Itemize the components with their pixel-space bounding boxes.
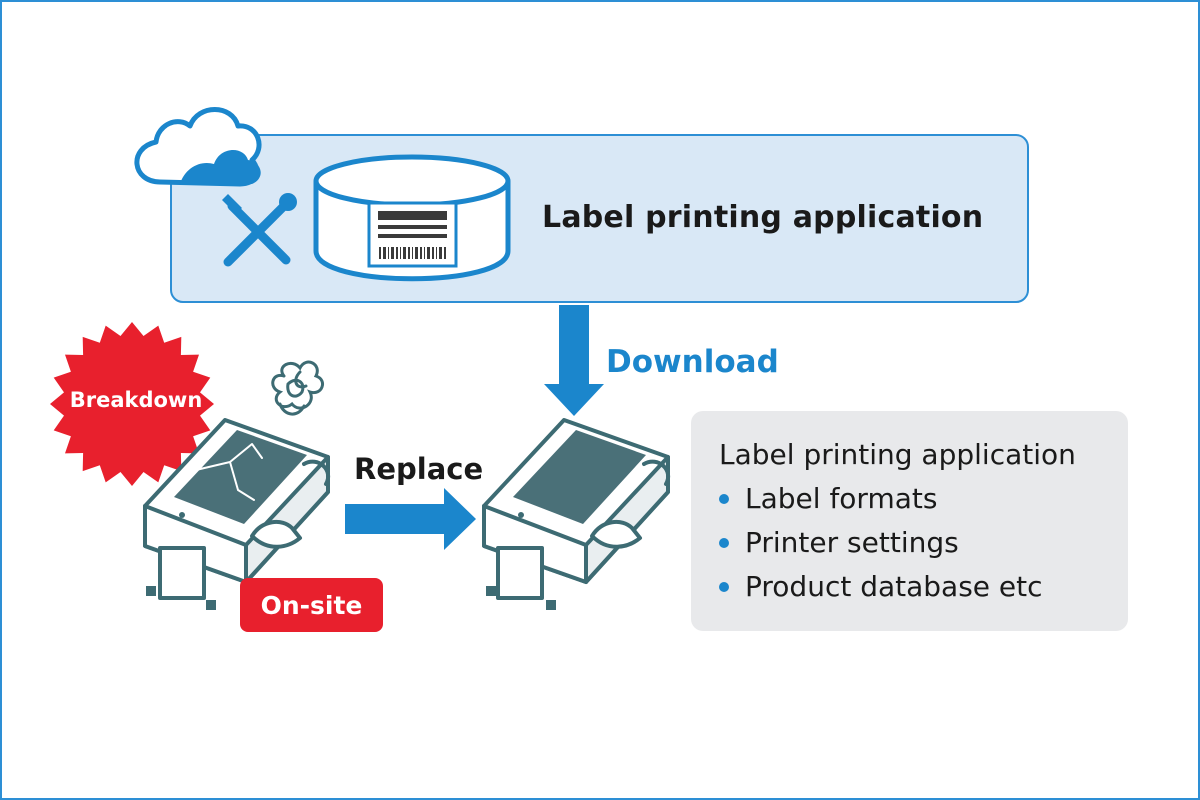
replace-arrow	[345, 488, 476, 550]
info-item-label: Printer settings	[745, 526, 959, 559]
download-arrow	[544, 305, 604, 416]
bullet-icon	[719, 538, 729, 548]
onsite-badge: On-site	[240, 578, 383, 632]
info-list-item: Label formats	[719, 477, 1128, 521]
cloud-icon	[134, 107, 262, 187]
broken-printer-icon	[143, 418, 330, 610]
info-item-label: Label formats	[745, 482, 938, 515]
info-list-item: Printer settings	[719, 521, 1128, 565]
info-list-item: Product database etc	[719, 565, 1128, 609]
info-item-label: Product database etc	[745, 570, 1043, 603]
info-box-title: Label printing application	[719, 438, 1076, 471]
label-roll-icon	[313, 154, 511, 282]
info-box: Label printing application Label formats…	[691, 411, 1128, 631]
breakdown-burst	[50, 322, 214, 486]
smoke-scribble-icon	[271, 360, 325, 416]
tools-icon	[222, 193, 297, 267]
info-list: Label formats Printer settings Product d…	[719, 477, 1128, 609]
new-printer-icon	[482, 418, 670, 610]
bullet-icon	[719, 582, 729, 592]
bullet-icon	[719, 494, 729, 504]
download-label: Download	[606, 344, 779, 380]
cloud-app-title: Label printing application	[542, 200, 984, 235]
replace-label: Replace	[354, 452, 484, 486]
onsite-label: On-site	[260, 590, 363, 620]
breakdown-label: Breakdown	[69, 388, 203, 412]
